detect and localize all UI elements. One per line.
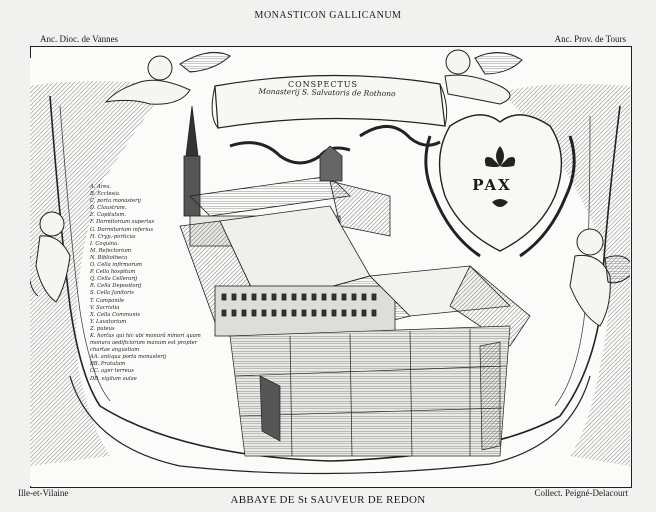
diocese-note: Anc. Dioc. de Vannes — [40, 34, 119, 44]
legend-item: Z. puteus — [90, 325, 115, 332]
department-note: Ille-et-Vilaine — [18, 488, 69, 498]
cherub-top-right — [444, 49, 523, 105]
footer-title: ABBAYE DE St SAUVEUR DE REDON — [230, 494, 426, 506]
legend-item: DD. vigilum aulae — [90, 375, 137, 382]
legend-list: A. Area. B. Ecclesia. C. porta monasteri… — [90, 184, 240, 383]
monastery-buildings — [179, 205, 531, 347]
legend-item: T. Campanile — [90, 297, 125, 304]
legend-item: CC. ager terreus — [90, 368, 134, 375]
legend-item: B. Ecclesia. — [90, 191, 121, 198]
legend-item: R. Cella Depositorij — [90, 283, 142, 290]
legend-item: Y. Lavatorium — [90, 318, 127, 325]
legend-item: S. Cella Janitoris — [90, 290, 134, 297]
cherub-right — [569, 228, 630, 327]
legend-item: P. Cella hospitum — [90, 269, 136, 276]
legend-item: C. porta monasterij — [90, 198, 141, 205]
legend-item: monura aedificiorum manum est propter — [90, 340, 198, 347]
conspectus-title: CONSPECTUS — [287, 80, 359, 89]
legend-item: A. Area. — [90, 184, 112, 190]
drape-base — [69, 375, 591, 475]
legend-item: G. Dormitorium inferius — [90, 226, 153, 233]
legend-item: I. Coquina. — [90, 240, 119, 247]
collection-note: Collect. Peigné-Delacourt — [534, 488, 628, 498]
legend-item: D. Claustrum. — [90, 205, 127, 212]
legend-item: N. Bibliotheca — [90, 254, 128, 261]
legend-item: M. Refectorium — [90, 247, 132, 254]
header-title: MONASTICON GALLICANUM — [254, 10, 402, 21]
legend-item: Q. Cella Cellerarij — [90, 276, 138, 283]
pax-cartouche — [424, 114, 576, 258]
pax-motto: PAX — [472, 176, 512, 194]
legend-item: F. Dormitorium superius — [90, 219, 155, 226]
title-ribbon — [211, 74, 448, 165]
abbey-gardens — [229, 325, 511, 457]
legend-item: O. Cella infirmorum — [90, 262, 143, 269]
legend-item: X. Cella Communis — [90, 311, 141, 318]
fleur-de-lis-icon — [484, 146, 516, 167]
province-note: Anc. Prov. de Tours — [554, 34, 626, 44]
legend-item: H. Cryp.-porticus — [90, 233, 136, 240]
cherub-left — [30, 211, 71, 303]
legend-item: E. Capitulum. — [90, 212, 127, 219]
legend-item: V. Sacristia — [90, 304, 120, 311]
engraving-artwork — [30, 49, 630, 486]
legend-item: BB. Pratulum — [90, 361, 126, 368]
legend-item: K. hortus qui hic ubi monurâ minori quam — [90, 332, 201, 339]
cherub-top-left — [104, 51, 231, 105]
legend-item: AA. antiqua porta monasterij — [90, 354, 167, 361]
legend-item: chartae angustiam — [90, 347, 140, 354]
